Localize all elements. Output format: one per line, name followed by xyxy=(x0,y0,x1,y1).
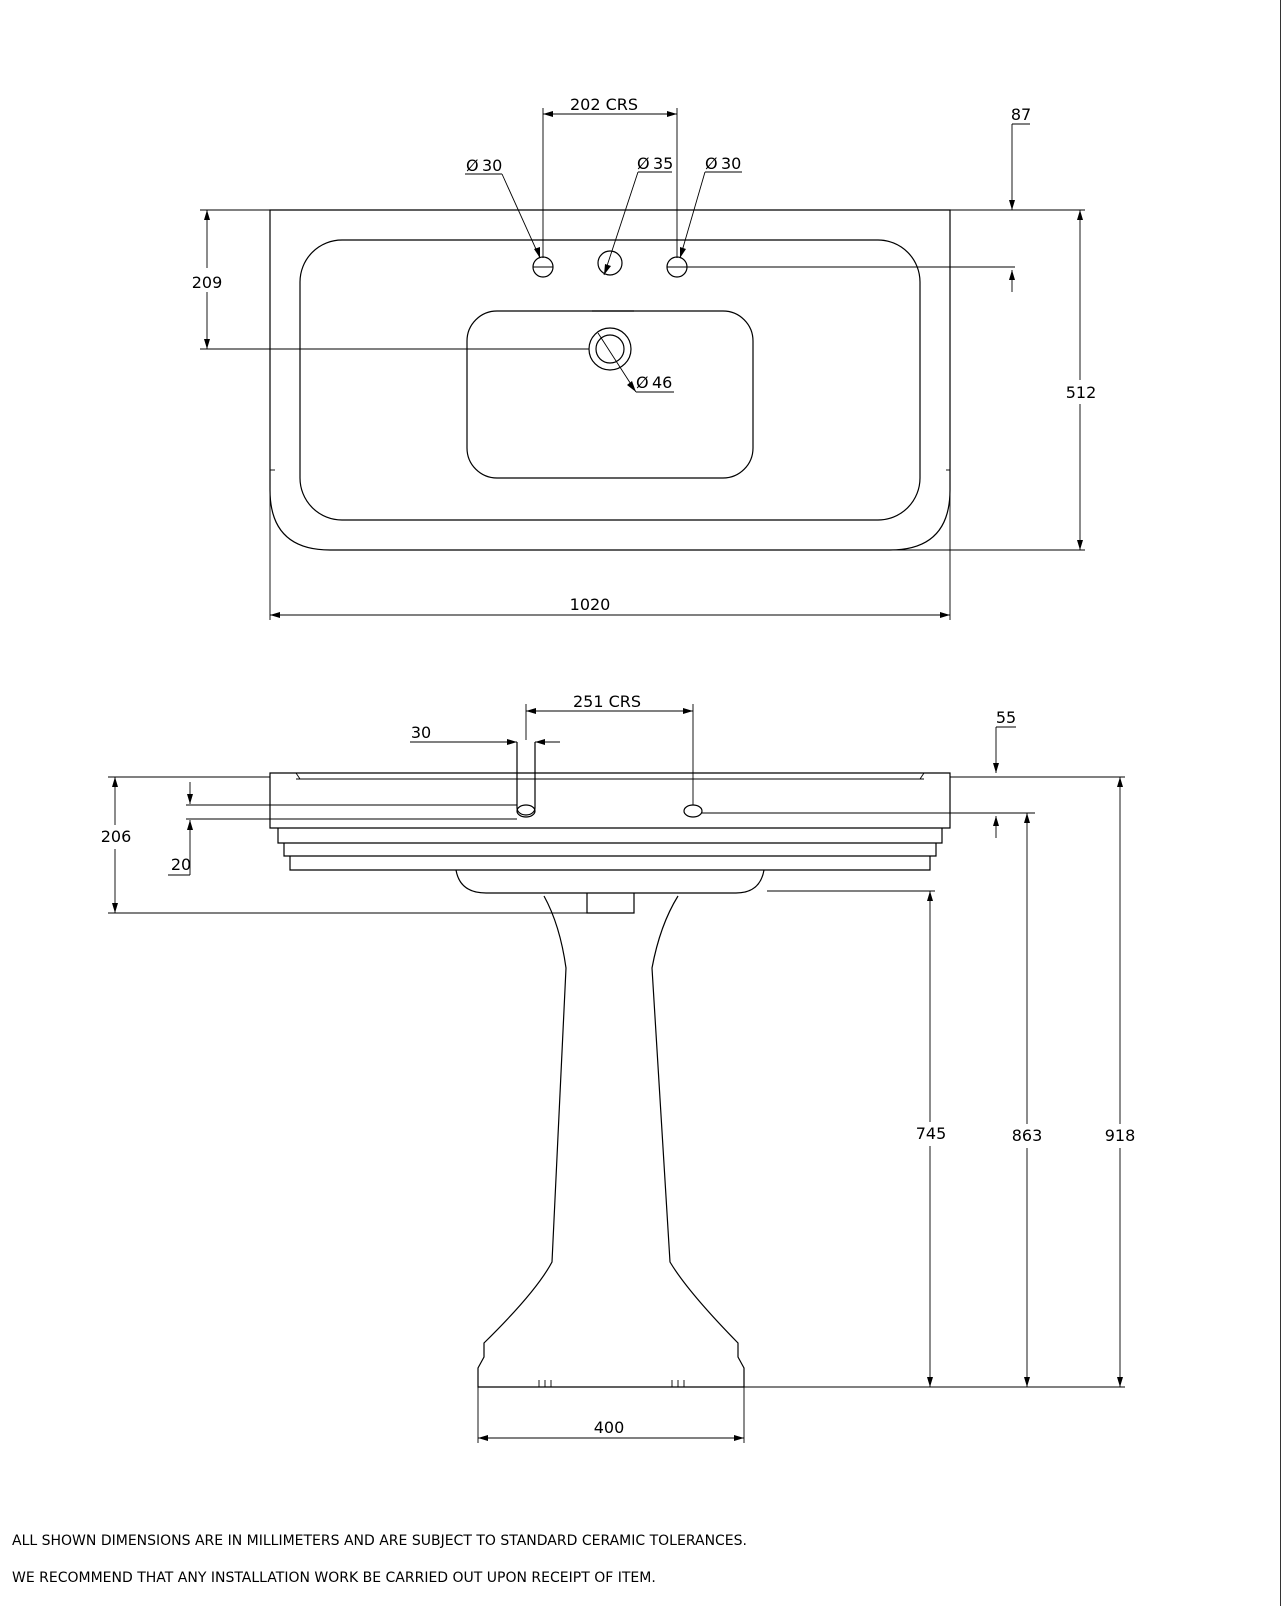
tap-right-diameter-label: 30 xyxy=(721,154,741,173)
tap-hole-centre xyxy=(597,250,623,276)
waste-diameter-symbol: Ø xyxy=(636,373,649,392)
dim-pedestal-height-label: 745 xyxy=(916,1124,947,1143)
dim-waste-from-back xyxy=(200,209,589,350)
dim-pedestal-height-bg xyxy=(913,1122,949,1146)
installation-note: WE RECOMMEND THAT ANY INSTALLATION WORK … xyxy=(12,1570,656,1586)
bowl-underside xyxy=(455,869,765,894)
dim-depth xyxy=(890,209,1085,551)
dim-overall-height-label: 918 xyxy=(1105,1126,1136,1145)
waste-outlet xyxy=(588,327,632,371)
bowl-well xyxy=(466,310,754,479)
dim-taps-from-back xyxy=(687,123,1030,292)
dim-overall-height xyxy=(1117,777,1123,1387)
foot-fixing-marks xyxy=(538,1380,685,1387)
dim-waste-from-back-label: 209 xyxy=(192,273,223,292)
dim-slot-drop-label: 55 xyxy=(996,708,1016,727)
waste-diameter-label: 46 xyxy=(652,373,672,392)
dim-slot-offset xyxy=(168,782,517,876)
dim-fixing-crs-label: 251 CRS xyxy=(573,692,641,711)
basin-top-slab xyxy=(269,772,951,829)
leader-tap-right xyxy=(679,171,742,259)
dim-overall-height-bg xyxy=(1102,1124,1138,1148)
dim-taps-crs-label: 202 CRS xyxy=(570,95,638,114)
dim-taps-from-back-label: 87 xyxy=(1011,105,1031,124)
rim-chamfer-left xyxy=(295,772,301,780)
dim-foot-width xyxy=(477,1387,745,1443)
dim-slot-width-label: 30 xyxy=(411,723,431,742)
dim-width xyxy=(269,490,951,620)
dim-fixing-height-bg xyxy=(1009,1124,1045,1148)
dim-depth-label: 512 xyxy=(1066,383,1097,402)
dim-slot-offset-label: 20 xyxy=(171,855,191,874)
front-view: 251 CRS 30 55 206 xyxy=(98,692,1138,1443)
moulding-step-2 xyxy=(283,843,937,857)
dim-basin-height xyxy=(108,776,587,914)
dim-depth-bg xyxy=(1064,380,1098,404)
dim-basin-height-bg xyxy=(98,825,134,849)
tap-left-diameter-symbol: Ø xyxy=(466,156,479,175)
tap-centre-diameter-label: 35 xyxy=(653,154,673,173)
dim-foot-width-label: 400 xyxy=(594,1418,625,1437)
dim-slot-drop xyxy=(702,726,1125,838)
fixing-slot-right xyxy=(683,804,703,818)
waste-spigot xyxy=(586,893,635,914)
page-edge-rule xyxy=(1280,0,1281,1606)
dim-waste-from-back-bg xyxy=(188,268,226,292)
dim-fixing-height xyxy=(1024,813,1030,1387)
leader-tap-left xyxy=(465,173,541,259)
dim-width-label: 1020 xyxy=(570,595,611,614)
dimensions-note: ALL SHOWN DIMENSIONS ARE IN MILLIMETERS … xyxy=(12,1533,747,1549)
moulding-step-1 xyxy=(277,828,943,844)
dim-slot-width xyxy=(410,739,560,745)
dim-taps-crs xyxy=(542,108,678,258)
tap-centre-diameter-symbol: Ø xyxy=(637,154,650,173)
top-view: 202 CRS Ø 30 Ø 35 Ø 30 Ø xyxy=(188,95,1098,620)
fixing-slot-left xyxy=(516,742,536,818)
tap-hole-left xyxy=(532,256,554,278)
pedestal xyxy=(477,895,745,1388)
tap-hole-right xyxy=(666,256,688,278)
dim-pedestal-height xyxy=(767,890,935,1387)
basin-outline-top xyxy=(269,209,951,551)
leader-waste xyxy=(597,332,674,393)
tap-right-diameter-symbol: Ø xyxy=(705,154,718,173)
dim-fixing-crs xyxy=(525,704,694,805)
dim-basin-height-label: 206 xyxy=(101,827,132,846)
leader-tap-centre xyxy=(603,171,672,276)
moulding-step-3 xyxy=(289,856,931,871)
tap-left-diameter-label: 30 xyxy=(482,156,502,175)
rim-chamfer-right xyxy=(919,772,925,780)
bowl-rim xyxy=(299,239,921,521)
dim-fixing-height-label: 863 xyxy=(1012,1126,1043,1145)
